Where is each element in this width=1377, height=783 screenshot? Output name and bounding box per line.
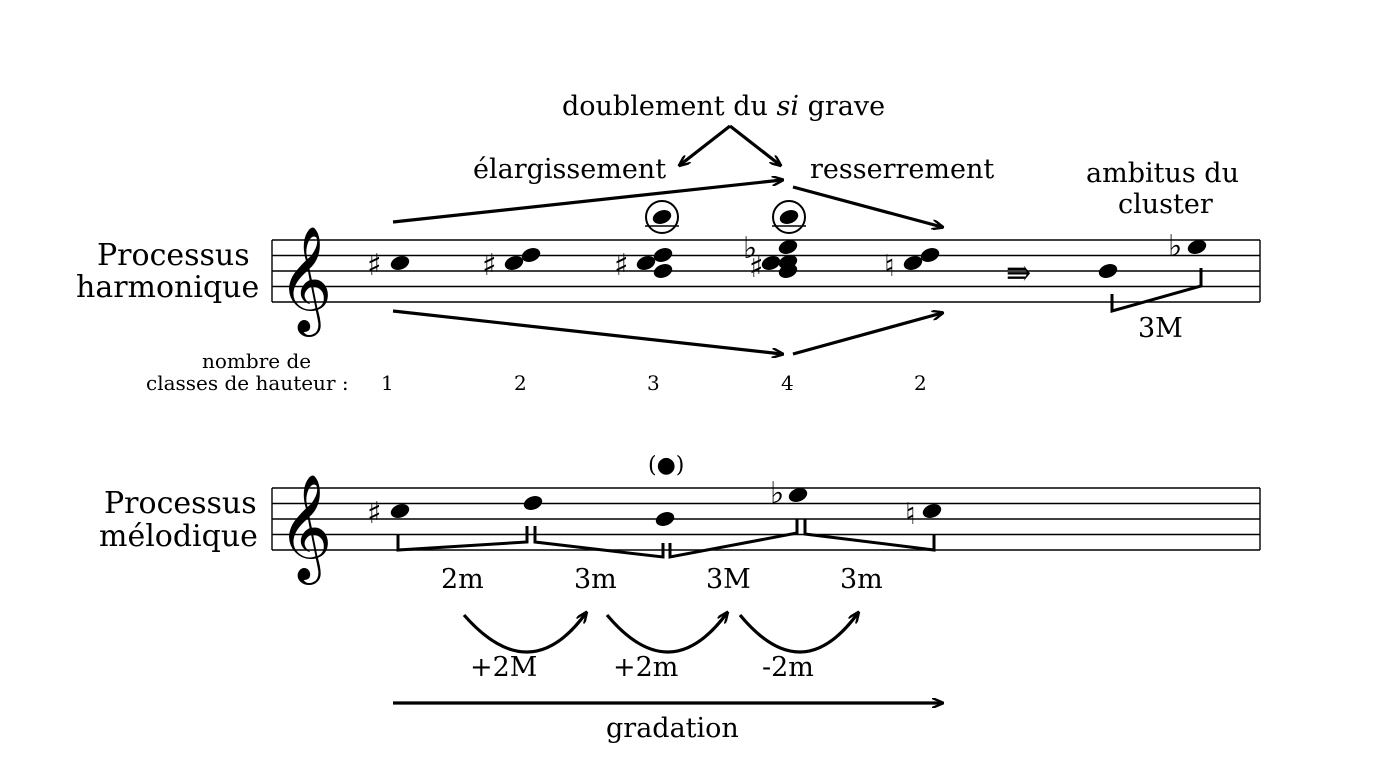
melodic-treble-clef-icon: 𝄞 <box>278 473 332 585</box>
count-label-line1: nombre de <box>202 349 311 373</box>
change-label: -2m <box>762 652 814 683</box>
interval-bracket-1 <box>396 526 529 552</box>
ambitus-low-note <box>1098 264 1118 278</box>
doubling-label: doublement du si grave <box>562 91 885 122</box>
lower-narrowing-arrow <box>792 313 942 356</box>
interval-bracket-2 <box>533 526 665 559</box>
interval-label: 3m <box>574 564 617 595</box>
circled-doubled-note <box>645 200 679 234</box>
harmonic-chord-3: ♯ <box>614 200 679 283</box>
sharp-icon: ♯ <box>482 248 497 283</box>
interval-bracket-4 <box>803 519 936 552</box>
change-arrow-3 <box>738 613 858 654</box>
widening-label: élargissement <box>473 154 666 185</box>
melodic-note-4 <box>788 488 808 502</box>
melodic-note-5 <box>922 504 942 518</box>
note-head <box>779 210 799 224</box>
flat-icon: ♭ <box>1168 229 1182 264</box>
harmonic-staff <box>271 239 1261 303</box>
harmonic-chord-1: ♯ <box>367 248 410 283</box>
ambitus-bracket <box>1110 268 1203 313</box>
melodic-note-1 <box>390 504 410 518</box>
harmonic-label-line2: harmonique <box>76 270 259 305</box>
note-head <box>653 248 673 262</box>
interval-bracket-3 <box>668 519 799 559</box>
doubling-arrow-left <box>680 124 731 165</box>
interval-label: 2m <box>441 564 484 595</box>
doubling-arrow-right <box>729 124 780 165</box>
interval-label: 3M <box>706 564 751 595</box>
ambitus-high-note <box>1187 240 1207 254</box>
harmonic-treble-clef-icon: 𝄞 <box>278 225 332 337</box>
ambitus-label-line2: cluster <box>1118 189 1213 220</box>
melodic-note-3 <box>655 512 675 526</box>
change-arrow-1 <box>462 613 586 654</box>
count-value: 3 <box>647 371 660 395</box>
melodic-note-2 <box>523 496 543 510</box>
note-head <box>778 264 798 278</box>
lower-widening-arrow <box>392 309 782 354</box>
harmonic-label-line1: Processus <box>97 238 250 273</box>
count-value: 2 <box>914 371 927 395</box>
note-head <box>903 256 923 270</box>
note-head <box>653 264 673 278</box>
change-label: +2m <box>613 652 678 683</box>
flat-icon: ♭ <box>770 476 784 511</box>
note-head <box>390 256 410 270</box>
note-head <box>504 256 524 270</box>
count-label-line2: classes de hauteur : <box>146 371 349 395</box>
melodic-label-line2: mélodique <box>99 519 258 554</box>
harmonic-chord-4: ♭ ♯ <box>743 200 806 285</box>
count-value: 1 <box>381 371 394 395</box>
melodic-staff <box>271 487 1261 551</box>
note-head <box>636 256 656 270</box>
note-head <box>778 240 798 254</box>
implies-arrow-icon: ⇛ <box>1006 256 1031 291</box>
note-head <box>761 256 781 270</box>
ambitus-label-line1: ambitus du <box>1086 158 1239 189</box>
sharp-icon: ♯ <box>614 248 629 283</box>
natural-icon: ♮ <box>884 249 895 284</box>
harmonic-chord-5: ♮ <box>884 248 940 284</box>
interval-label: 3m <box>840 564 883 595</box>
parenthesized-note-icon: (●) <box>648 453 684 478</box>
upper-narrowing-arrow <box>792 185 942 227</box>
natural-icon: ♮ <box>905 497 916 532</box>
flat-icon: ♭ <box>743 231 757 266</box>
harmonic-chord-2: ♯ <box>482 248 541 283</box>
upper-widening-arrow <box>392 180 782 224</box>
sharp-icon: ♯ <box>367 248 382 283</box>
narrowing-label: resserrement <box>810 154 994 185</box>
note-head <box>652 210 672 224</box>
count-value: 4 <box>781 371 794 395</box>
melodic-label-line1: Processus <box>104 486 257 521</box>
change-label: +2M <box>470 652 537 683</box>
circled-doubled-note <box>772 200 806 234</box>
sharp-icon: ♯ <box>367 496 382 531</box>
note-head <box>521 248 541 262</box>
ambitus-interval-label: 3M <box>1138 313 1183 344</box>
note-head <box>920 248 940 262</box>
count-value: 2 <box>514 371 527 395</box>
gradation-label: gradation <box>606 713 739 744</box>
change-arrow-2 <box>605 613 727 654</box>
sharp-icon: ♯ <box>749 250 764 285</box>
